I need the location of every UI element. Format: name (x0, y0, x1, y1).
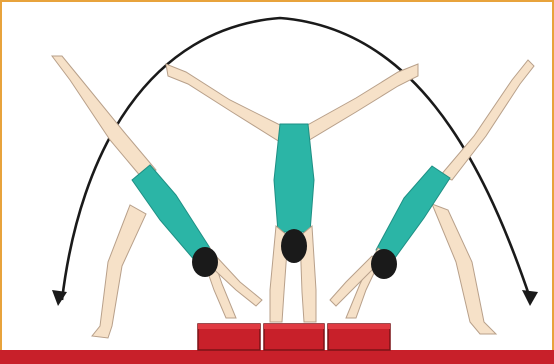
block (198, 324, 260, 350)
right-head (371, 249, 397, 279)
left-head (192, 247, 218, 277)
floor-mat (0, 350, 554, 364)
block (264, 324, 324, 350)
block (328, 324, 390, 350)
center-head (281, 229, 307, 263)
arc-arrow-left-head-icon (52, 290, 67, 306)
arc-arrow-right-head-icon (522, 290, 538, 306)
center-handstand-split-pose (166, 64, 418, 322)
